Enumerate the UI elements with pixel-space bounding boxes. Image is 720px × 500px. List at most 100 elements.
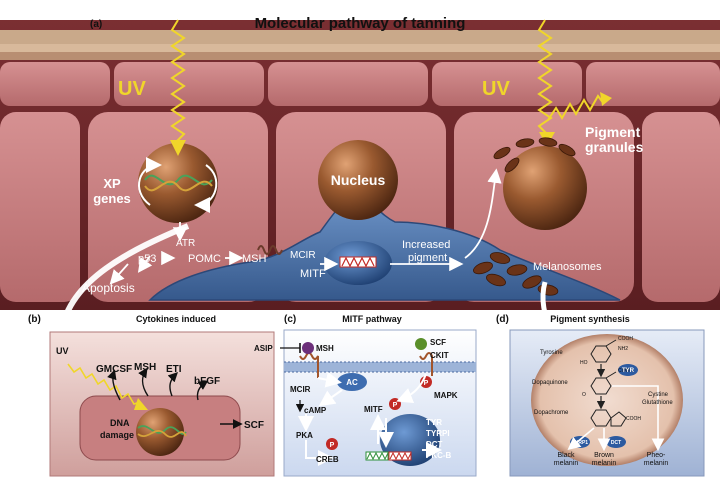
gene-zigzag (341, 256, 375, 268)
cooh-dopachrome: COOH (626, 416, 641, 422)
pomc-label: POMC (188, 253, 221, 265)
panel-b-letter: (b) (28, 314, 41, 325)
repair-arrow-right (194, 164, 218, 213)
panel-d-melanosome (531, 334, 683, 466)
dct-c-label: DCT (426, 440, 443, 449)
arrow-eti (167, 372, 178, 397)
arrow-msh-b (138, 367, 149, 397)
pigment-granules-label-line2: granules (585, 139, 644, 155)
msh-label: MSH (242, 253, 267, 265)
pka-label: PKA (296, 431, 313, 440)
mitf-label: MITF (300, 268, 326, 280)
ckit-label: CKIT (430, 351, 449, 360)
increased-pigment-line2: pigment (408, 252, 447, 264)
msh-c-label: MSH (316, 344, 334, 353)
ac-enzyme (337, 373, 367, 391)
pigment-granules (493, 137, 576, 173)
panel-c-title: MITF pathway (342, 314, 402, 324)
central-nucleus (318, 140, 398, 220)
black-melanin-line2: melanin (554, 460, 579, 467)
panel-b-uv-arrowhead (134, 398, 148, 410)
gmcsf-label: GMCSF (96, 364, 132, 375)
dna-helix (144, 174, 213, 192)
dopaquinone-chain (605, 371, 617, 379)
creb-label: CREB (316, 455, 339, 464)
mapk-label: MAPK (434, 391, 458, 400)
black-melanin-line1: Black (557, 452, 575, 459)
asip-label: ASIP (254, 344, 273, 353)
mcir-receptor (257, 245, 283, 255)
pkcb-label: PKC-B (426, 451, 452, 460)
stratum-layer (0, 52, 720, 60)
pheomelanin-line2: melanin (644, 460, 669, 467)
o-dopaquinone: O (582, 392, 586, 398)
melanosomes (473, 252, 559, 296)
cooh-dopaquinone: COOH (618, 368, 633, 374)
uv-reflected-ray (547, 94, 605, 121)
xp-genes-label-line2: genes (93, 191, 131, 206)
glutathione-label: Glutathione (642, 400, 673, 406)
uv-ray-left (170, 19, 186, 143)
pigmented-nucleus (503, 146, 587, 230)
arrow-p53-apoptosis (109, 263, 129, 285)
tyrosine-chain (605, 339, 617, 347)
arrow-gmcsf (107, 369, 121, 401)
xp-genes-label-line1: XP (103, 176, 121, 191)
phospho-label-creb: P (330, 442, 335, 449)
msh-ligand (302, 342, 314, 354)
panel-b-dna-strand (137, 430, 187, 438)
ho-tyrosine: HO (580, 360, 588, 366)
dopaquinone-label: Dopaquinone (532, 380, 568, 386)
camp-label: cAMP (304, 406, 327, 415)
nucleus-label: Nucleus (331, 172, 386, 188)
panel-c-letter: (c) (284, 314, 296, 325)
panel-b-uv-label: UV (56, 346, 69, 356)
panel-d-letter: (d) (496, 314, 509, 325)
stratum-layer (0, 44, 720, 52)
brown-melanin-line1: Brown (594, 452, 614, 459)
repair-arrow-left (138, 157, 162, 206)
p53-label: p53 (138, 253, 156, 265)
arrow-pka-creb (305, 440, 334, 466)
cooh-tyrosine: COOH (618, 336, 633, 342)
uv-arrowhead-left (170, 140, 186, 156)
tyr-c-label: TYR (426, 418, 442, 427)
apoptosis-label: Apoptosis (82, 281, 135, 295)
phospho-creb (326, 438, 338, 450)
atr-label: ATR (176, 238, 195, 249)
scf-ligand (415, 338, 427, 350)
msh-b-label: MSH (134, 362, 156, 373)
dopachrome-label: Dopachrome (534, 410, 569, 416)
cell-membrane (284, 362, 476, 372)
arrow-mcir-ac (317, 371, 342, 388)
nh2-tyrosine: NH2 (618, 346, 628, 352)
arrow-mapk-mitf (396, 373, 427, 403)
creb-gene-zigzag (366, 451, 389, 461)
ac-label: AC (346, 378, 358, 387)
arrow-ac-camp (318, 389, 343, 407)
stratum-layer (0, 30, 720, 44)
panel-d: (d) Pigment synthesis Tyrosine Dopaquino… (496, 314, 705, 477)
scf-b-label: SCF (244, 420, 264, 431)
increased-pigment-line1: Increased (402, 239, 450, 251)
uv-label-right: UV (482, 78, 510, 100)
mcir-label: MCIR (290, 250, 316, 261)
phospho-label-mapk: P (424, 380, 429, 387)
panel-d-title: Pigment synthesis (550, 314, 630, 324)
panel-a-letter: (a) (90, 19, 102, 30)
dna-damage-line2: damage (100, 430, 134, 440)
mitf-c-label: MITF (364, 405, 383, 414)
pheomelanin-line1: Pheo- (647, 452, 666, 459)
dopachrome-ring (590, 409, 612, 427)
scf-c-label: SCF (430, 338, 446, 347)
arrow-bfgf (196, 380, 209, 401)
tyrpi-label: TYRPI (426, 429, 450, 438)
pigment-granules-label-line1: Pigment (585, 124, 641, 140)
uv-ray-right (537, 19, 553, 135)
melanosomes-label: Melanosomes (533, 261, 602, 273)
arrow-to-pheomelanin (612, 385, 665, 452)
tyr-enzyme (618, 364, 638, 376)
cystine-label: Cystine (648, 392, 669, 398)
